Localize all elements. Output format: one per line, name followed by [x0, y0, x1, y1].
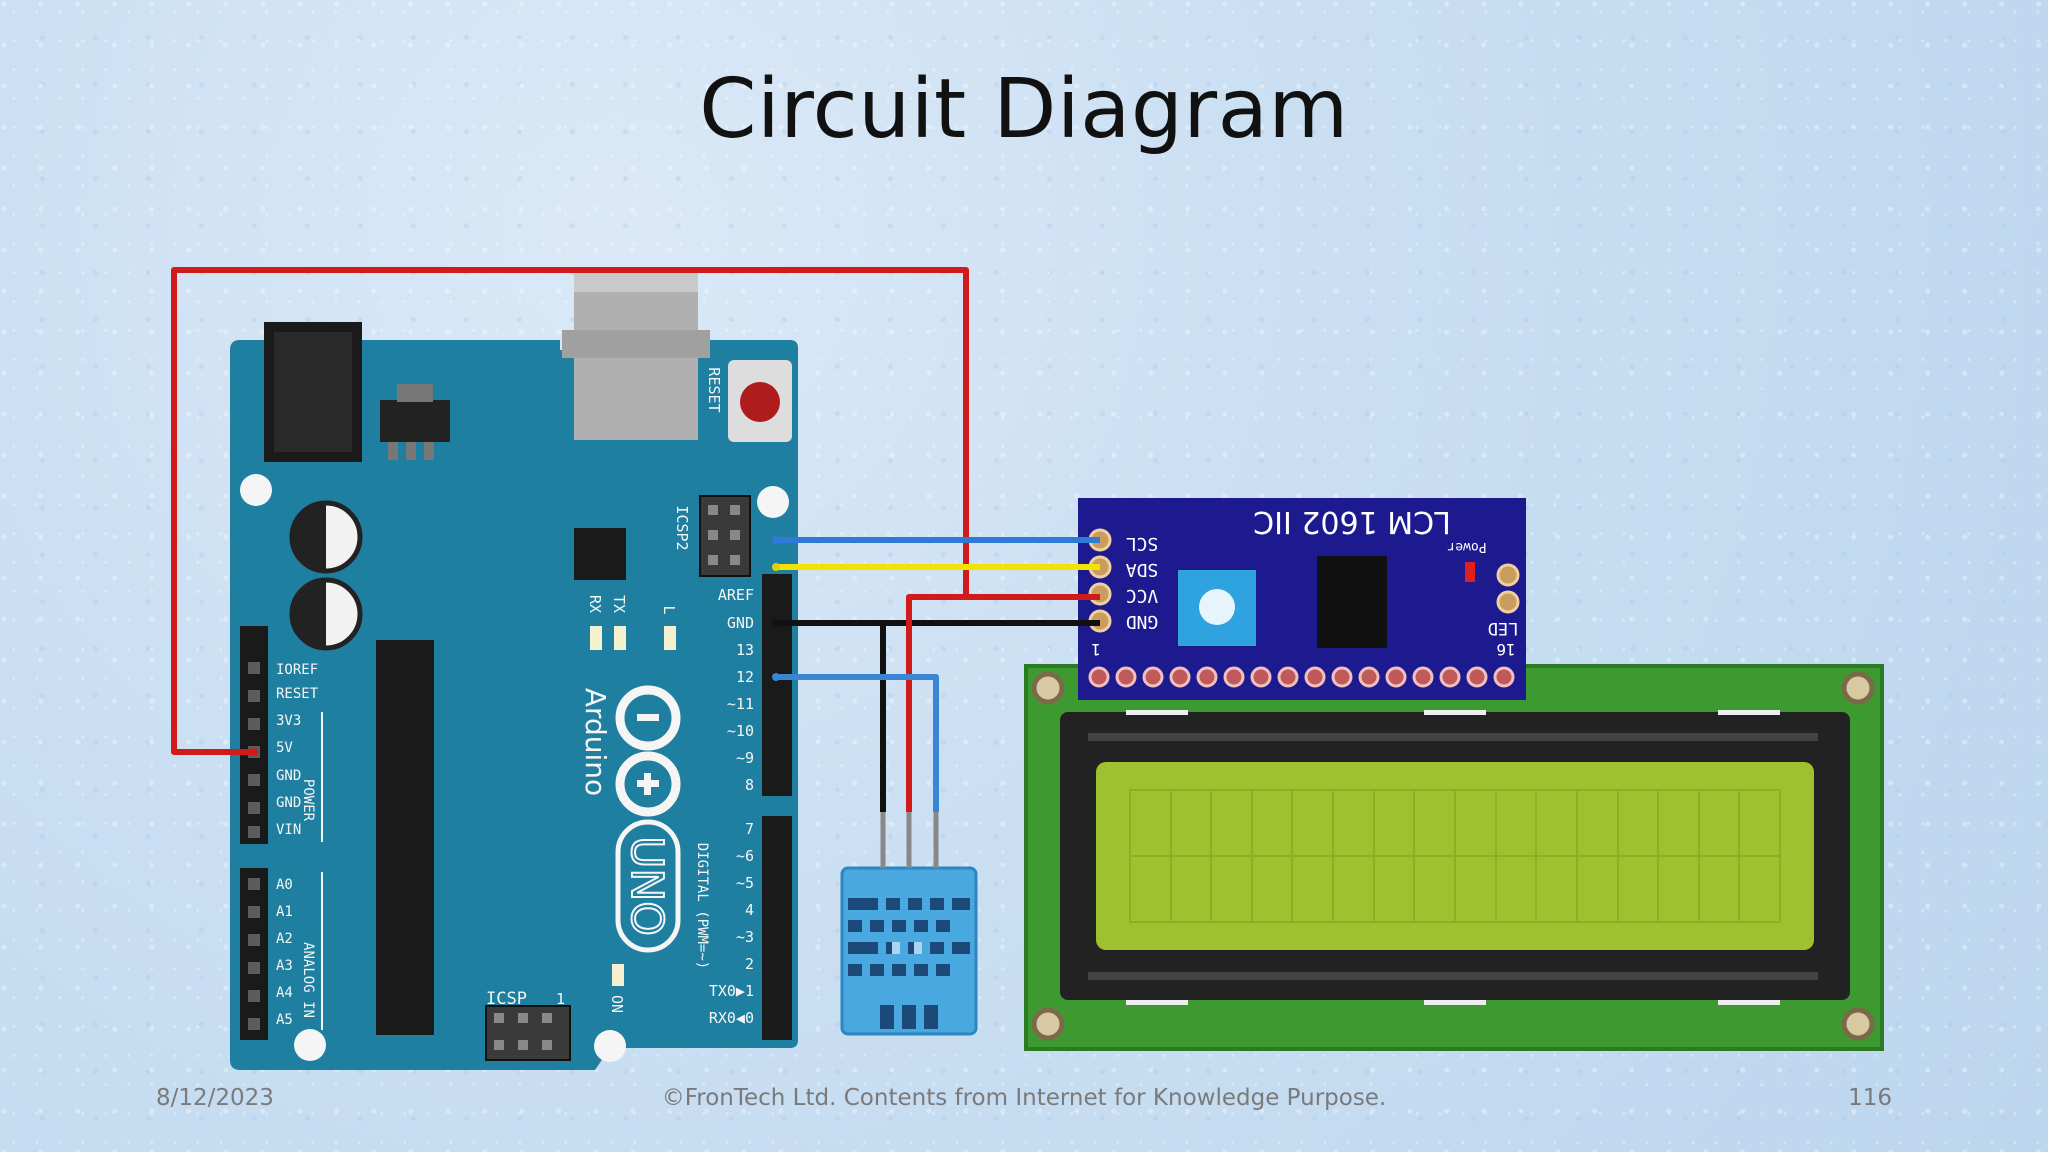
- i2c-pin-vcc: VCC: [1126, 585, 1159, 606]
- icsp2-label: ICSP2: [673, 505, 691, 550]
- digital-pin-13: 13: [736, 641, 754, 659]
- analog-pin-a5: A5: [276, 1012, 293, 1028]
- slide-page-number: 116: [1848, 1085, 1892, 1111]
- arduino-logo: [615, 685, 681, 817]
- wire-vcc-to-dht: [906, 594, 1100, 812]
- i2c-pin-gnd: GND: [1126, 611, 1159, 632]
- digital-group-label: DIGITAL (PWM=~): [694, 843, 710, 969]
- digital-pin-5: ~5: [736, 874, 754, 892]
- tx-label: TX: [610, 595, 628, 613]
- digital-pin-2: 2: [745, 955, 754, 973]
- i2c-lcd-module: LCM 1602 IIC SCL SDA VCC GND Power LED 1…: [1078, 498, 1526, 700]
- analog-pin-a3: A3: [276, 958, 293, 974]
- lcd-character-grid: [1129, 789, 1781, 923]
- power-pin-5v: 5V: [276, 740, 293, 756]
- digital-pin-1: TX0▶1: [709, 982, 754, 1000]
- l-led-label: L: [660, 605, 678, 614]
- power-group-label: POWER: [300, 779, 316, 822]
- power-pin-gnd-1: GND: [276, 768, 301, 784]
- digital-pin-9: ~9: [736, 749, 754, 767]
- power-pin-gnd-2: GND: [276, 795, 301, 811]
- i2c-pin-1-label: 1: [1091, 640, 1101, 659]
- analog-pin-a2: A2: [276, 931, 293, 947]
- i2c-pin-16-label: 16: [1496, 640, 1515, 659]
- dht-sensor: [840, 812, 978, 1036]
- arduino-model-label: UNO: [621, 836, 672, 936]
- analog-pin-a1: A1: [276, 904, 293, 920]
- i2c-pin-scl: SCL: [1126, 533, 1159, 554]
- wires: [171, 267, 1100, 812]
- power-pin-reset: RESET: [276, 686, 319, 702]
- power-pin-ioref: IOREF: [276, 662, 318, 678]
- i2c-lcd-pin-row: [1088, 666, 1515, 688]
- digital-pin-gnd: GND: [727, 614, 754, 632]
- digital-pin-11: ~11: [727, 695, 754, 713]
- lcd-1602-display: [1024, 664, 1884, 1051]
- on-led-label: ON: [608, 995, 626, 1013]
- i2c-power-label: Power: [1447, 539, 1486, 554]
- digital-pin-4: 4: [745, 901, 754, 919]
- digital-pin-10: ~10: [727, 722, 754, 740]
- analog-pin-a4: A4: [276, 985, 293, 1001]
- power-pin-vin: VIN: [276, 822, 301, 838]
- footer-date: 8/12/2023: [156, 1085, 274, 1111]
- digital-pin-7: 7: [745, 820, 754, 838]
- digital-pin-aref: AREF: [718, 586, 754, 604]
- reset-label: RESET: [705, 367, 723, 412]
- icsp-label: ICSP: [486, 989, 527, 1009]
- i2c-module-title: LCM 1602 IIC: [1253, 504, 1451, 539]
- icsp-pin1-label: 1: [556, 990, 565, 1008]
- analog-group-label: ANALOG IN: [300, 942, 316, 1018]
- arduino-brand-label: Arduino: [579, 688, 612, 796]
- digital-pin-6: ~6: [736, 847, 754, 865]
- footer-copyright: ©FronTech Ltd. Contents from Internet fo…: [661, 1085, 1387, 1111]
- slide-title: Circuit Diagram: [699, 62, 1349, 157]
- digital-pin-8: 8: [745, 776, 754, 794]
- i2c-led-label: LED: [1488, 618, 1519, 638]
- analog-pin-a0: A0: [276, 877, 293, 893]
- rx-label: RX: [586, 595, 604, 613]
- digital-pin-12: 12: [736, 668, 754, 686]
- power-pin-3v3: 3V3: [276, 713, 301, 729]
- i2c-pin-sda: SDA: [1126, 559, 1159, 580]
- wire-pin12-to-dht: [776, 674, 939, 812]
- digital-pin-0: RX0◀0: [709, 1009, 754, 1027]
- digital-pin-3: ~3: [736, 928, 754, 946]
- arduino-uno-board: IOREF RESET 3V3 5V GND GND VIN A0 A1 A2 …: [230, 272, 798, 1070]
